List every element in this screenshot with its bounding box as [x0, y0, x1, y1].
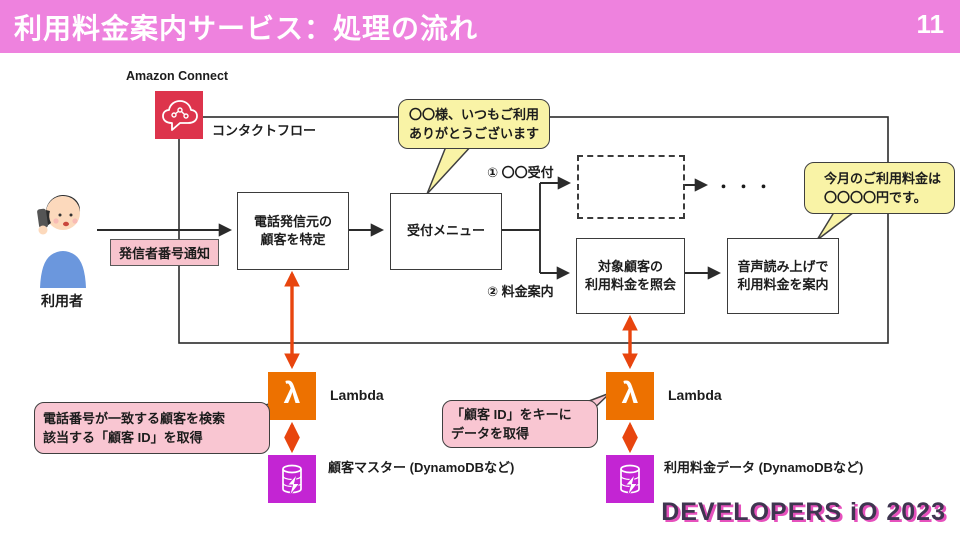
header-bar: 利用料金案内サービス：処理の流れ 11 — [0, 0, 960, 53]
page-number: 11 — [916, 9, 945, 39]
lambda-icon-left: λ — [268, 372, 316, 420]
box-placeholder-dashed — [577, 155, 685, 219]
customer-master-label: 顧客マスター (DynamoDBなど) — [328, 460, 515, 475]
branch2-label: ② 料金案内 — [487, 284, 554, 299]
user-label: 利用者 — [41, 293, 83, 309]
amazon-connect-label: Amazon Connect — [126, 69, 229, 83]
database-lightning-icon — [620, 464, 640, 497]
caller-id-tag: 発信者番号通知 — [110, 239, 220, 266]
box-reception-menu: 受付メニュー — [390, 193, 502, 270]
person-on-phone-icon — [37, 195, 86, 288]
greeting-bubble-tail — [426, 143, 474, 195]
usage-fee-data-label: 利用料金データ (DynamoDBなど) — [664, 460, 864, 475]
user-illustration — [26, 183, 98, 294]
fee-bubble: 今月のご利用料金は 〇〇〇〇円です。 — [804, 162, 955, 214]
box-identify-caller: 電話発信元の 顧客を特定 — [237, 192, 349, 270]
lambda-right-label: Lambda — [668, 387, 722, 403]
database-lightning-icon — [282, 464, 302, 497]
lambda-glyph: λ — [283, 377, 301, 410]
lambda-glyph: λ — [621, 377, 639, 410]
dynamodb-icon-left — [268, 455, 316, 503]
developersio-logo: DEVELOPERS iO 2023 — [661, 498, 946, 526]
amazon-connect-icon — [155, 91, 203, 139]
box-voice-readout: 音声読み上げで 利用料金を案内 — [727, 238, 839, 314]
ellipsis-dots: ・・・ — [716, 179, 777, 196]
cloud-contact-icon — [162, 100, 198, 131]
lambda-right-note: 「顧客 ID」をキーに データを取得 — [442, 400, 598, 448]
branch1-label: ① 〇〇受付 — [487, 165, 554, 180]
greeting-bubble: 〇〇様、いつもご利用 ありがとうございます — [398, 99, 550, 149]
lambda-left-label: Lambda — [330, 387, 384, 403]
page-title: 利用料金案内サービス：処理の流れ — [14, 12, 479, 44]
contact-flow-label: コンタクトフロー — [212, 123, 317, 138]
dynamodb-icon-right — [606, 455, 654, 503]
lambda-left-note: 電話番号が一致する顧客を検索 該当する「顧客 ID」を取得 — [34, 402, 270, 454]
lambda-icon-right: λ — [606, 372, 654, 420]
box-query-fee: 対象顧客の 利用料金を照会 — [576, 238, 685, 314]
